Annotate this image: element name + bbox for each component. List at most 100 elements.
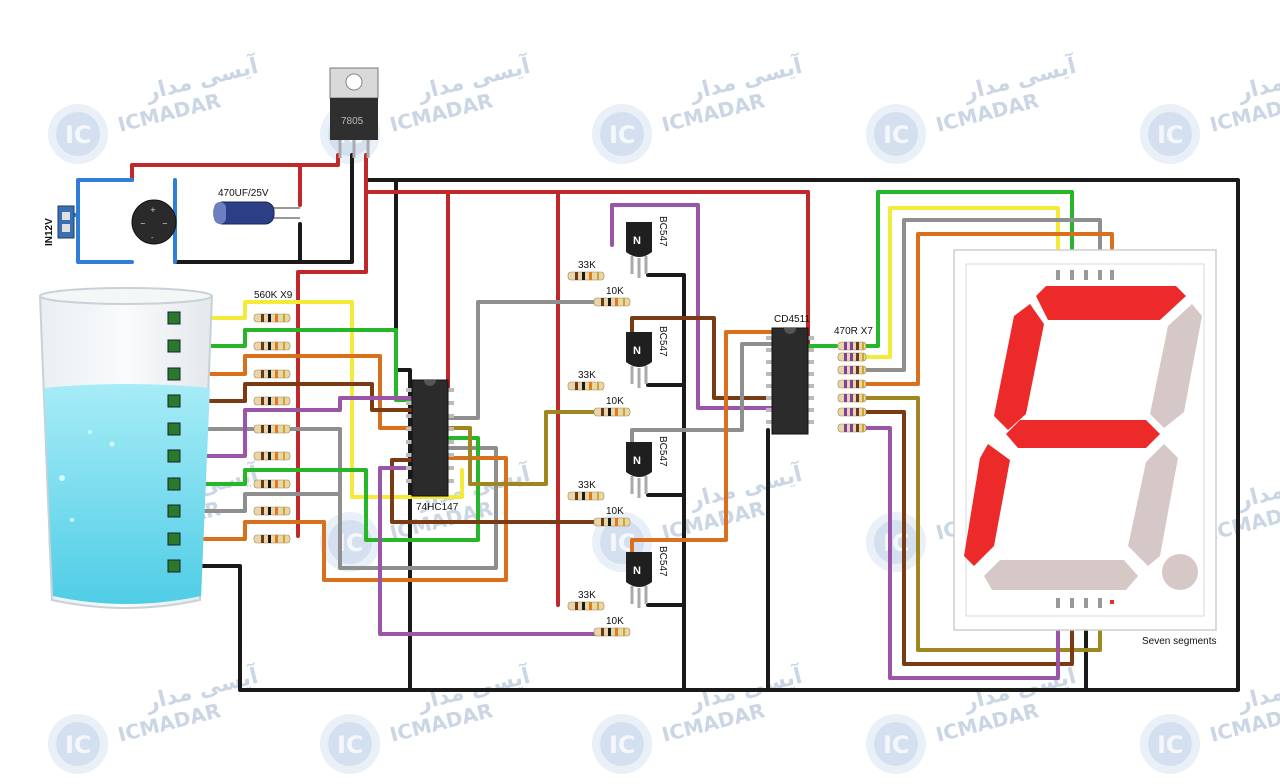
ic-pin [448,388,454,392]
ic-pin [406,414,412,418]
resistor-33k [567,491,605,501]
wire-col-orange [630,330,782,577]
transistor-letter: N [633,235,641,247]
wire-col-gray [630,342,782,467]
transistor-body [626,222,652,257]
ic-pin [406,440,412,444]
segment-c [1128,444,1178,566]
svg-text:~: ~ [162,220,168,228]
sensor-resistor [253,341,291,351]
ic-pin [808,372,814,376]
watermark-persian: آیسی مدار [1234,661,1280,716]
sensor-resistor [253,369,291,379]
ic-pin [448,466,454,470]
ic-pin [808,420,814,424]
watermark-badge: IC [65,731,92,759]
watermark-badge: IC [1157,121,1184,149]
ic-pin [808,408,814,412]
resistor-10k-label: 10K [606,506,624,517]
segment-dp [1162,554,1198,590]
wire-supply-in [130,153,340,182]
watermark-badge: IC [609,121,636,149]
watermark-badge: IC [883,731,910,759]
ic-pin [406,388,412,392]
wire-seg-olive [864,396,1102,652]
wire-seg-gray [864,218,1102,372]
segment-resistor [837,365,867,375]
segment-e [964,444,1010,566]
bridge-rectifier: + ~ ~ - [131,199,177,245]
wire-probe-gray2 [176,492,342,513]
ic-pin [766,384,772,388]
wire-probe-green [176,328,414,402]
probe-terminal [167,449,181,463]
wire-enc-purple [378,466,608,636]
probe-terminal [167,339,181,353]
wire-ground-emitters [646,273,686,692]
decoder-ic: CD4511 [771,314,810,435]
segment-resistor [837,379,867,389]
resistor-10k-label: 10K [606,616,624,627]
power-input-connector: IN12V [44,205,75,246]
ic-pin [808,348,814,352]
watermark-badge: IC [609,731,636,759]
regulator-label: 7805 [341,116,364,127]
resistor-33k [567,601,605,611]
ic-pin [448,401,454,405]
wire-seg-yellow [864,206,1060,359]
wire-probe-green2 [176,436,480,542]
segment-f [994,304,1044,430]
ic-pin [406,427,412,431]
ic-pin [808,336,814,340]
display-label: Seven segments [1142,636,1217,647]
water-level [44,384,210,604]
wire-seg-orange [864,232,1114,386]
sensor-resistor [253,506,291,516]
probe-terminal [167,311,181,325]
wire-seg-brown [864,410,1074,666]
probe-terminal [167,559,181,573]
segment-resistor [837,341,867,351]
probe-terminal [167,477,181,491]
wire-seg-purple [864,426,1060,680]
wire-col-brown [630,316,782,400]
ic-pin [808,396,814,400]
segment-d [984,560,1138,590]
ic-pin [448,427,454,431]
resistor-33k-label: 33K [578,370,596,381]
segment-resistor [837,352,867,362]
transistor-body [626,442,652,477]
ic-pin [808,360,814,364]
segment-resistor [837,423,867,433]
watermark-badge: IC [337,731,364,759]
segment-b [1150,304,1202,428]
ic-pin [766,396,772,400]
capacitor: 470UF/25V [213,188,300,225]
voltage-regulator: 7805 [329,67,379,158]
watermark-badge: IC [65,121,92,149]
probe-terminal [167,532,181,546]
resistor-10k [593,517,631,527]
wires-layer [68,153,1240,692]
transistor-body [626,552,652,587]
encoder-ic: 74HC147 [411,379,459,513]
probe-terminal [167,504,181,518]
wire-probe-orange2 [176,456,508,582]
wire-probe-yellow [176,300,464,499]
resistor-33k [567,381,605,391]
svg-text:-: - [151,234,154,242]
ic-pin [766,408,772,412]
transistor-label: BC547 [657,216,668,247]
sensor-resistor [253,313,291,323]
segment-resistor [837,407,867,417]
encoder-label: 74HC147 [416,502,459,513]
wire-probe-orange [176,354,414,430]
